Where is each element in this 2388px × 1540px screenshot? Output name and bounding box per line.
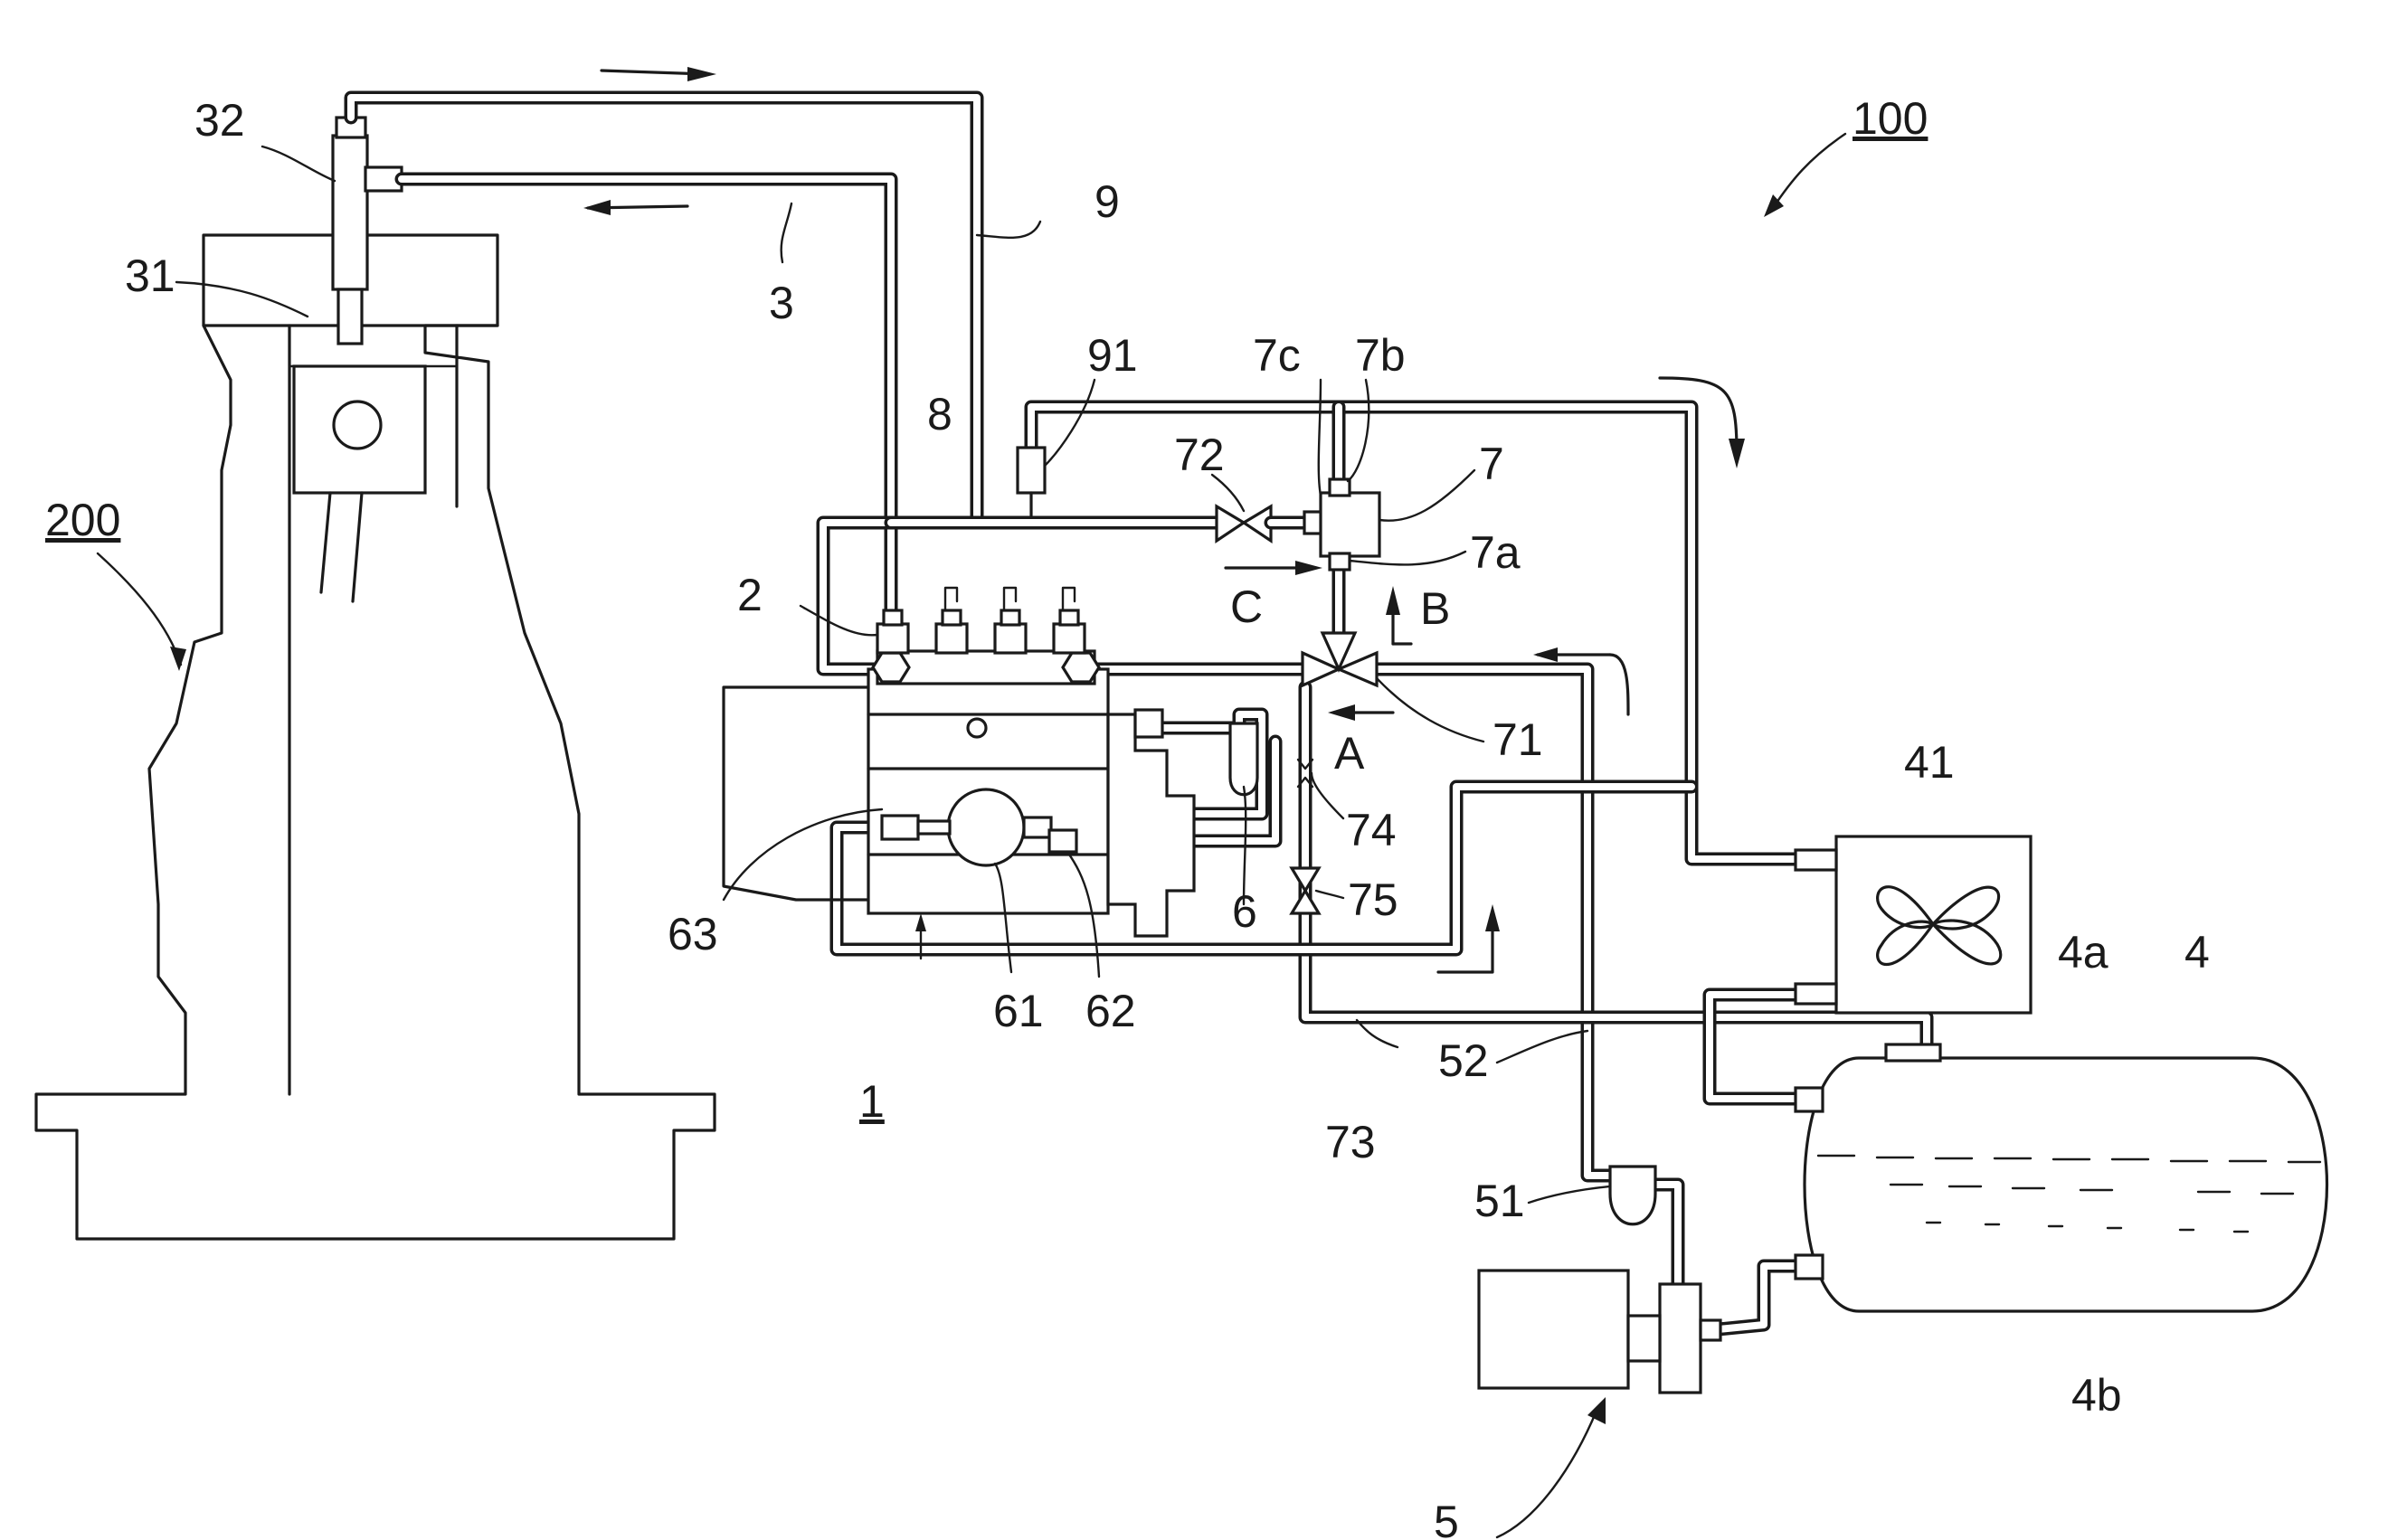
label-63: 63: [668, 909, 718, 959]
label-7b: 7b: [1355, 330, 1406, 381]
port-7a: [1330, 553, 1350, 570]
label-200: 200: [45, 495, 120, 545]
label-7c: 7c: [1253, 330, 1301, 381]
engine-200: [36, 235, 715, 1239]
fuel-tank-4: [1796, 1044, 2327, 1311]
label-1: 1: [859, 1076, 885, 1127]
label-41: 41: [1904, 737, 1955, 788]
label-5: 5: [1434, 1497, 1459, 1540]
label-31: 31: [125, 250, 175, 301]
label-4b: 4b: [2071, 1370, 2122, 1421]
three-way-valve-71: [1303, 633, 1377, 685]
label-9: 9: [1094, 176, 1120, 227]
label-b: B: [1420, 583, 1450, 634]
delivery-valves-2: [877, 588, 1085, 653]
label-75: 75: [1348, 874, 1398, 925]
label-91: 91: [1087, 330, 1138, 381]
inlet-63: [882, 816, 918, 839]
label-6: 6: [1232, 886, 1257, 937]
feed-pump-unit-5: [1479, 1271, 1720, 1393]
label-51: 51: [1474, 1176, 1525, 1226]
label-61: 61: [993, 986, 1044, 1036]
fuel-filter-6: [1230, 723, 1257, 795]
label-2: 2: [737, 570, 763, 620]
feed-pump-61: [948, 789, 1024, 865]
valve-72: [1217, 506, 1244, 541]
injection-nozzle-32: [333, 118, 402, 344]
label-a: A: [1334, 728, 1365, 779]
piston-pin: [334, 402, 381, 449]
label-4a: 4a: [2058, 927, 2108, 978]
label-74: 74: [1346, 805, 1397, 855]
label-100: 100: [1853, 93, 1928, 144]
check-valve-62: [1049, 830, 1076, 852]
connecting-rod: [321, 493, 330, 592]
combustion-chamber-31: [289, 326, 457, 366]
label-52: 52: [1438, 1035, 1489, 1086]
valve-75: [1292, 868, 1319, 891]
label-73: 73: [1325, 1117, 1376, 1167]
label-71: 71: [1492, 714, 1543, 765]
fuel-injection-pump-1: [724, 588, 1257, 936]
label-c: C: [1230, 581, 1263, 632]
label-7: 7: [1479, 439, 1504, 489]
switching-valve-7: [1321, 493, 1379, 556]
label-3: 3: [769, 278, 794, 328]
filter-51: [1610, 1167, 1655, 1224]
label-8: 8: [927, 389, 952, 439]
label-72: 72: [1174, 430, 1225, 480]
label-7a: 7a: [1470, 527, 1521, 578]
overflow-valve-91: [1018, 448, 1045, 493]
port-7b: [1330, 479, 1350, 496]
label-62: 62: [1085, 986, 1136, 1036]
fuel-cooler-41: [1796, 836, 2031, 1013]
label-32: 32: [194, 95, 245, 146]
label-4: 4: [2184, 927, 2210, 978]
